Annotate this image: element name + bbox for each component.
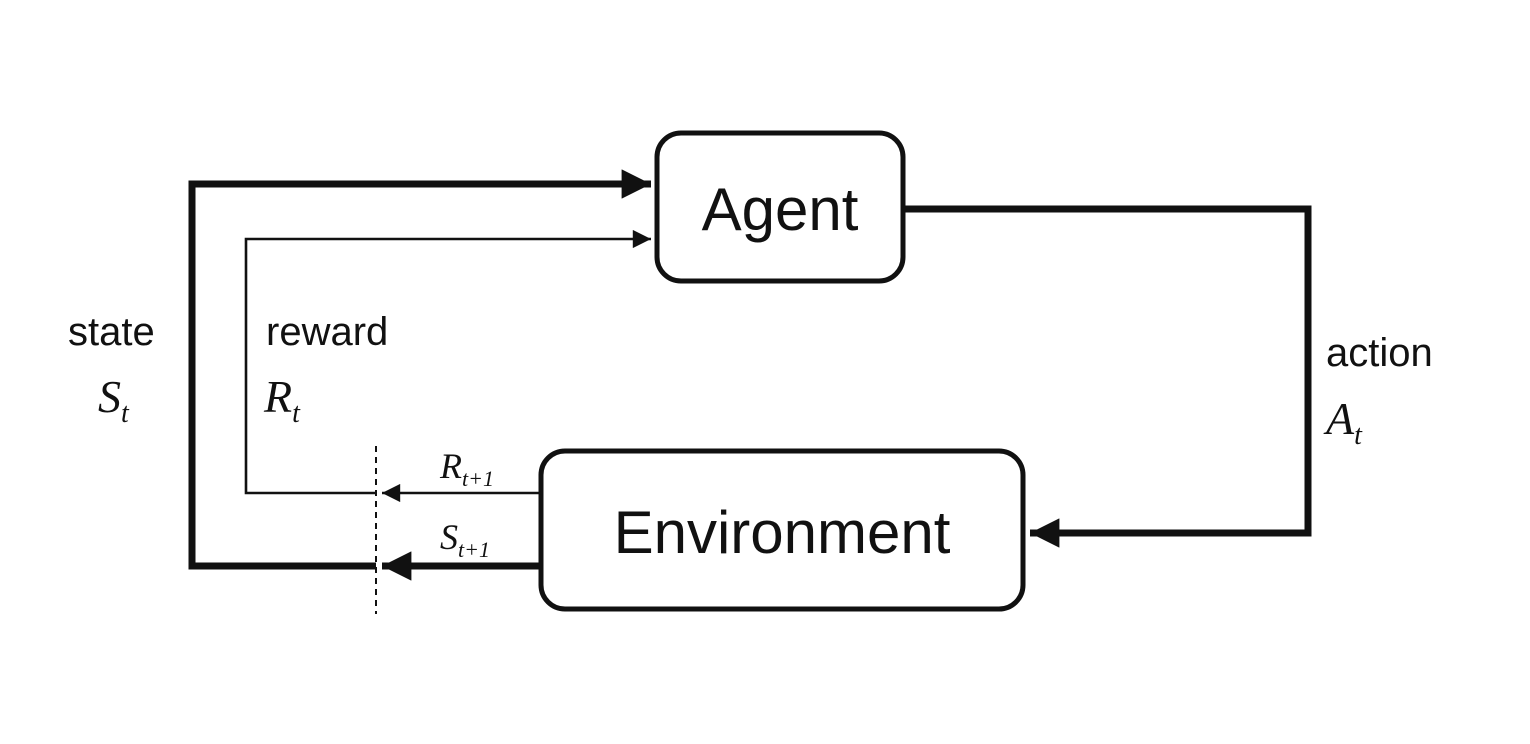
environment-box <box>538 448 1026 612</box>
reward-arrow <box>244 229 652 495</box>
agent-label: Agent <box>702 176 859 243</box>
action-label: action <box>1326 331 1433 375</box>
reward-symbol: Rt <box>263 371 301 429</box>
environment-label: Environment <box>614 499 951 566</box>
reward-label: reward <box>266 310 388 354</box>
action-symbol: At <box>1323 393 1363 451</box>
next-reward-label: Rt+1 <box>439 446 494 491</box>
action-arrow <box>905 205 1312 548</box>
agent-box <box>654 130 906 284</box>
state-label: state <box>68 310 155 354</box>
state-arrow <box>188 169 651 570</box>
state-symbol: St <box>98 371 130 429</box>
next-state-label: St+1 <box>440 517 490 562</box>
